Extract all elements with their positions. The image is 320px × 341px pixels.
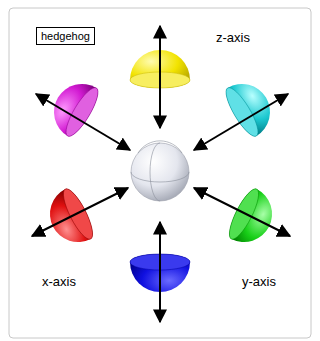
axis-label: x-axis: [42, 274, 76, 290]
axis-label: y-axis: [242, 274, 276, 290]
axis-arrow: [159, 26, 161, 128]
hemisphere: [221, 74, 281, 141]
axis-label: z-axis: [216, 30, 250, 46]
axis-arrow: [159, 222, 161, 322]
title-box: hedgehog: [36, 27, 95, 45]
frame: [9, 8, 311, 338]
center-sphere: [131, 141, 189, 201]
axis-arrow: [194, 94, 288, 150]
axis-arrow: [32, 188, 128, 236]
axis-arrow: [36, 94, 130, 150]
axis-arrow: [194, 188, 290, 236]
hemisphere: [44, 74, 104, 141]
box-title: hedgehog: [41, 29, 90, 43]
